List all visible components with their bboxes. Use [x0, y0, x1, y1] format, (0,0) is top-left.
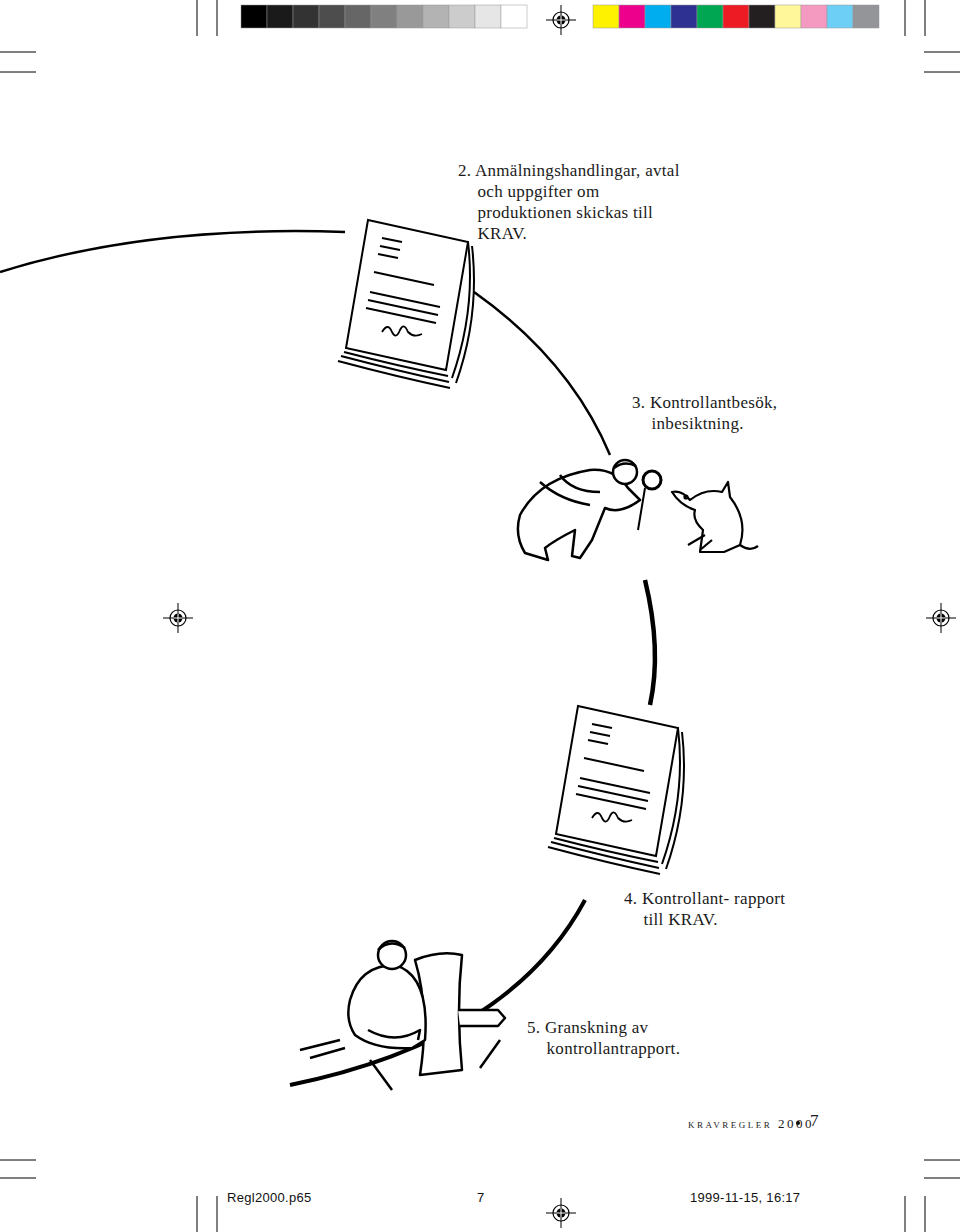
step-caption: 5. Granskning av kontrollantrapport. — [527, 1017, 747, 1059]
slug-filename: Regl2000.p65 — [227, 1190, 312, 1206]
slug-page: 7 — [477, 1190, 485, 1206]
running-footer: kravregler 2000 — [688, 1113, 814, 1134]
registration-mark — [926, 603, 956, 633]
process-circle — [0, 231, 655, 1085]
registration-mark — [546, 1198, 576, 1228]
reviewer-figure — [300, 941, 505, 1090]
inspector-figure — [518, 460, 661, 560]
registration-mark — [163, 603, 193, 633]
step-caption: 3. Kontrollantbesök, inbesiktning. — [632, 392, 832, 434]
step-caption: 2. Anmälningshandlingar, avtal och uppgi… — [458, 160, 683, 244]
step-caption: 4. Kontrollant- rapport till KRAV. — [624, 888, 804, 930]
page-number: 7 — [810, 1110, 819, 1131]
slug-timestamp: 1999-11-15, 16:17 — [690, 1190, 800, 1206]
registration-mark — [546, 5, 576, 35]
pig-figure — [672, 482, 758, 552]
document-stack — [548, 706, 684, 874]
document-stack — [338, 220, 474, 388]
